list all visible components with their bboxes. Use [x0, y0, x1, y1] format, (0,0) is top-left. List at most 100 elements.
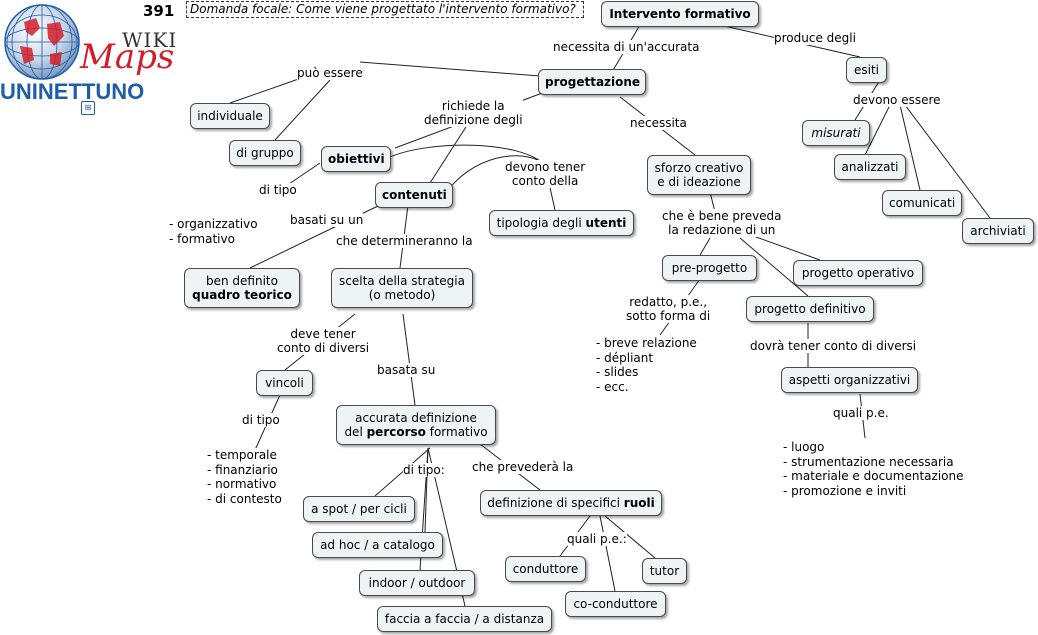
node-conduttore[interactable]: conduttore	[505, 556, 586, 582]
node-text-line1: sforzo creativo	[654, 161, 744, 175]
link-label-determineranno: che determineranno la	[336, 234, 473, 248]
node-esiti[interactable]: esiti	[846, 57, 887, 83]
link-label-line1: deve tener	[290, 327, 356, 341]
node-text: analizzati	[841, 160, 899, 174]
globe-icon	[4, 4, 80, 80]
node-aspetti-organizzativi[interactable]: aspetti organizzativi	[781, 367, 918, 393]
node-text: faccia a faccia / a distanza	[384, 612, 545, 626]
list-item: - strumentazione necessaria	[783, 454, 954, 469]
sitemap-icon[interactable]: ⊞	[81, 101, 95, 115]
node-archiviati[interactable]: archiviati	[962, 218, 1034, 244]
link-label-prevedera: che prevederà la	[472, 460, 574, 474]
link-label-line2: sotto forma di	[626, 309, 711, 323]
node-individuale[interactable]: individuale	[190, 103, 270, 129]
node-text-bold: utenti	[585, 216, 627, 230]
list-item: - organizzativo	[169, 217, 258, 231]
node-comunicati[interactable]: comunicati	[882, 190, 962, 216]
node-text: a spot / per cicli	[311, 502, 407, 516]
node-text: misurati	[811, 126, 861, 140]
link-label-di-tipo-percorso: di tipo:	[403, 463, 445, 477]
node-text-line1: scelta della strategia	[339, 274, 465, 288]
map-number: 391	[143, 2, 175, 20]
link-label-di-tipo-vincoli: di tipo	[242, 413, 280, 427]
list-item: - ecc.	[596, 379, 629, 394]
node-misurati[interactable]: misurati	[802, 120, 870, 146]
node-di-gruppo[interactable]: di gruppo	[229, 140, 301, 166]
link-label-devono-essere: devono essere	[853, 93, 941, 107]
node-text: comunicati	[889, 196, 956, 210]
node-text: conduttore	[512, 562, 579, 576]
node-text: vincoli	[265, 376, 304, 390]
node-text: contenuti	[382, 188, 447, 202]
list-item: - breve relazione	[596, 336, 697, 350]
logo-wiki-text: WIKI	[122, 28, 178, 52]
node-text: indoor / outdoor	[368, 576, 466, 590]
node-text: progetto definitivo	[754, 302, 866, 316]
node-adhoc-catalogo[interactable]: ad hoc / a catalogo	[312, 532, 443, 558]
node-obiettivi[interactable]: obiettivi	[321, 146, 391, 172]
link-label-produce: produce degli	[774, 31, 856, 45]
node-text-line2c: formativo	[425, 425, 488, 439]
node-text: Intervento formativo	[609, 7, 751, 21]
node-pre-progetto[interactable]: pre-progetto	[662, 255, 757, 281]
link-label-quali-ruoli: quali p.e.:	[567, 532, 627, 546]
link-label-line1: che è bene preveda	[662, 209, 782, 223]
node-co-conduttore[interactable]: co-conduttore	[565, 591, 666, 617]
node-text-line2a: del	[344, 425, 367, 439]
node-text-bold: ruoli	[623, 496, 655, 510]
node-vincoli[interactable]: vincoli	[256, 370, 313, 396]
link-label-basata: basata su	[377, 363, 436, 377]
node-tutor[interactable]: tutor	[642, 558, 687, 584]
node-contenuti[interactable]: contenuti	[375, 182, 453, 208]
node-text: obiettivi	[328, 152, 385, 166]
node-text: tipologia degli	[496, 216, 586, 230]
link-label-line2: conto di diversi	[277, 341, 370, 355]
link-label-di-tipo-obiettivi: di tipo	[259, 183, 297, 197]
node-tipologia-utenti[interactable]: tipologia degli utenti	[489, 210, 634, 236]
link-label-line1: devono tener	[505, 160, 586, 174]
node-indoor-outdoor[interactable]: indoor / outdoor	[359, 570, 475, 596]
node-text: co-conduttore	[573, 597, 658, 611]
node-faccia-distanza[interactable]: faccia a faccia / a distanza	[377, 606, 552, 632]
list-item: - slides	[596, 365, 639, 379]
list-item: - luogo	[783, 440, 825, 454]
link-label-necessita: necessita	[630, 116, 687, 130]
node-spot-cicli[interactable]: a spot / per cicli	[303, 496, 415, 522]
link-label-quali-aspetti: quali p.e.	[833, 406, 889, 420]
link-label-line1: redatto, p.e.,	[629, 295, 708, 309]
focal-question: Domanda focale: Come viene progettato l'…	[186, 1, 584, 18]
node-analizzati[interactable]: analizzati	[834, 154, 906, 180]
list-item: - formativo	[169, 231, 235, 246]
list-pre-progetto-forme: - breve relazione - dépliant - slides - …	[596, 336, 697, 394]
list-item: - finanziario	[207, 462, 278, 477]
node-definizione-ruoli[interactable]: definizione di specifici ruoli	[480, 490, 662, 516]
node-text: progettazione	[545, 75, 641, 89]
list-vincoli-tipi: - temporale - finanziario - normativo - …	[207, 448, 282, 506]
link-label-basati: basati su un	[290, 213, 364, 227]
node-progetto-operativo[interactable]: progetto operativo	[793, 260, 923, 286]
list-item: - normativo	[207, 477, 277, 491]
link-label-necessita-accurata: necessita di un'accurata	[553, 40, 700, 54]
list-item: - promozione e inviti	[783, 483, 907, 498]
list-item: - materiale e documentazione	[783, 469, 964, 483]
list-item: - temporale	[207, 448, 277, 462]
node-text-line2: e di ideazione	[657, 175, 741, 189]
node-progettazione[interactable]: progettazione	[538, 69, 646, 95]
node-text-line1: accurata definizione	[355, 411, 477, 425]
node-text: tutor	[649, 564, 680, 578]
node-intervento-formativo[interactable]: Intervento formativo	[601, 1, 759, 27]
node-text: definizione di specifici	[487, 496, 624, 510]
node-text-line2: (o metodo)	[368, 288, 436, 302]
node-progetto-definitivo[interactable]: progetto definitivo	[746, 296, 874, 322]
link-label-line2: la redazione di un	[668, 223, 776, 237]
node-text: progetto operativo	[801, 266, 915, 280]
node-scelta-strategia[interactable]: scelta della strategia(o metodo)	[331, 268, 473, 308]
wikimaps-uninettuno-logo: WIKI Maps UNINETTUNO ⊞	[0, 0, 185, 120]
